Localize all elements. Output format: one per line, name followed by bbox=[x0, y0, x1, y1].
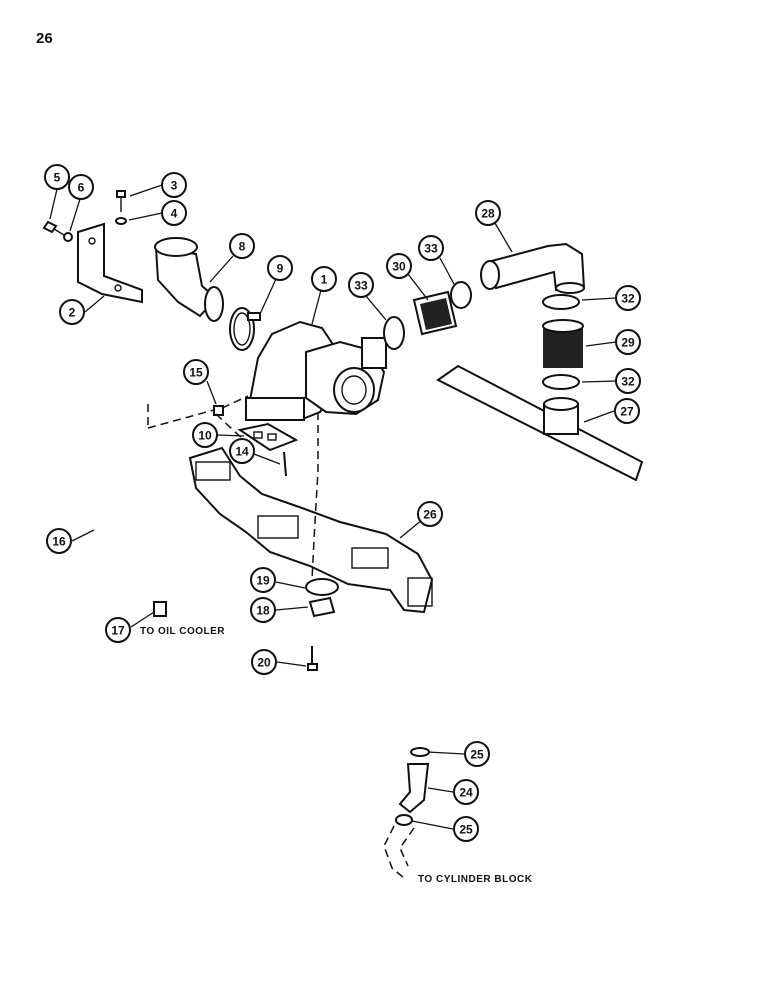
gasket-10-part bbox=[237, 422, 299, 452]
svg-text:6: 6 bbox=[78, 181, 85, 195]
clamp-25a-part bbox=[410, 747, 430, 757]
svg-text:29: 29 bbox=[621, 336, 635, 350]
note-to-oil-cooler: TO OIL COOLER bbox=[140, 626, 225, 637]
callout-20: 20 bbox=[251, 649, 277, 675]
svg-text:9: 9 bbox=[277, 262, 284, 276]
callout-14: 14 bbox=[229, 438, 255, 464]
hose-29-part bbox=[542, 319, 584, 368]
callout-5: 5 bbox=[44, 164, 70, 190]
clamp-32a-part bbox=[542, 294, 580, 310]
washer-4-part bbox=[115, 217, 127, 225]
svg-text:17: 17 bbox=[111, 624, 125, 638]
callout-29: 29 bbox=[615, 329, 641, 355]
page-number: 26 bbox=[36, 30, 53, 47]
svg-text:32: 32 bbox=[621, 292, 635, 306]
bolt-3-part bbox=[116, 190, 126, 212]
callout-30: 30 bbox=[386, 253, 412, 279]
svg-text:2: 2 bbox=[69, 306, 76, 320]
callout-2: 2 bbox=[59, 299, 85, 325]
fitting-17-part bbox=[153, 601, 167, 617]
svg-text:24: 24 bbox=[459, 786, 473, 800]
callout-17: 17 bbox=[105, 617, 131, 643]
bracket-part bbox=[77, 222, 143, 304]
oil-return-tube-part bbox=[319, 619, 429, 749]
nut-15-part bbox=[213, 405, 224, 416]
leader-lines bbox=[49, 184, 617, 830]
callout-25-lower: 25 bbox=[453, 816, 479, 842]
svg-text:30: 30 bbox=[392, 260, 406, 274]
callout-15: 15 bbox=[183, 359, 209, 385]
svg-text:20: 20 bbox=[257, 656, 271, 670]
svg-text:5: 5 bbox=[54, 171, 61, 185]
callout-9: 9 bbox=[267, 255, 293, 281]
note-to-cylinder-block: TO CYLINDER BLOCK bbox=[418, 874, 533, 885]
svg-text:26: 26 bbox=[423, 508, 437, 522]
svg-text:32: 32 bbox=[621, 375, 635, 389]
svg-text:19: 19 bbox=[256, 574, 270, 588]
clamp-33a-part bbox=[383, 316, 405, 350]
cylinder-block-hose-dashed bbox=[383, 825, 415, 879]
svg-text:3: 3 bbox=[171, 179, 178, 193]
stud-14-part bbox=[283, 451, 287, 477]
pipe-28-part bbox=[480, 242, 586, 294]
oil-line-16-part bbox=[88, 386, 158, 605]
clamp-33b-part bbox=[450, 281, 472, 309]
bolt-20-part bbox=[307, 646, 318, 671]
callout-33-left: 33 bbox=[348, 272, 374, 298]
clamp-32b-part bbox=[542, 374, 580, 390]
bolt-5-part bbox=[42, 220, 65, 236]
svg-text:33: 33 bbox=[354, 279, 368, 293]
svg-text:14: 14 bbox=[235, 445, 249, 459]
svg-text:18: 18 bbox=[256, 604, 270, 618]
svg-text:15: 15 bbox=[189, 366, 203, 380]
callout-4: 4 bbox=[161, 200, 187, 226]
svg-text:10: 10 bbox=[198, 429, 212, 443]
callout-32-upper: 32 bbox=[615, 285, 641, 311]
svg-text:28: 28 bbox=[481, 207, 495, 221]
svg-text:16: 16 bbox=[52, 535, 66, 549]
callout-10: 10 bbox=[192, 422, 218, 448]
callout-27: 27 bbox=[614, 398, 640, 424]
callout-28: 28 bbox=[475, 200, 501, 226]
callout-18: 18 bbox=[250, 597, 276, 623]
callout-6: 6 bbox=[68, 174, 94, 200]
callout-19: 19 bbox=[250, 567, 276, 593]
callout-8: 8 bbox=[229, 233, 255, 259]
callout-24: 24 bbox=[453, 779, 479, 805]
alignment-lines bbox=[147, 395, 319, 581]
svg-text:8: 8 bbox=[239, 240, 246, 254]
callout-33-right: 33 bbox=[418, 235, 444, 261]
svg-text:33: 33 bbox=[424, 242, 438, 256]
gasket-19-part bbox=[305, 578, 339, 596]
clamp-9-part bbox=[229, 307, 261, 351]
callout-32-lower: 32 bbox=[615, 368, 641, 394]
clamp-25b-part bbox=[395, 814, 413, 826]
callout-16: 16 bbox=[46, 528, 72, 554]
exhaust-manifold-26-part bbox=[188, 446, 434, 614]
svg-text:25: 25 bbox=[470, 748, 484, 762]
svg-text:27: 27 bbox=[620, 405, 634, 419]
washer-6-part bbox=[63, 232, 73, 242]
hose-24-part bbox=[398, 763, 430, 814]
turbocharger-1-part bbox=[245, 320, 387, 422]
callout-25-upper: 25 bbox=[464, 741, 490, 767]
svg-text:4: 4 bbox=[171, 207, 178, 221]
elbow-8-part bbox=[154, 237, 224, 322]
callout-26: 26 bbox=[417, 501, 443, 527]
svg-text:1: 1 bbox=[321, 273, 328, 287]
hose-30-part bbox=[412, 290, 458, 336]
fitting-18-part bbox=[308, 596, 336, 618]
svg-text:25: 25 bbox=[459, 823, 473, 837]
callout-1: 1 bbox=[311, 266, 337, 292]
manifold-cover-27-part bbox=[436, 364, 644, 482]
callout-3: 3 bbox=[161, 172, 187, 198]
